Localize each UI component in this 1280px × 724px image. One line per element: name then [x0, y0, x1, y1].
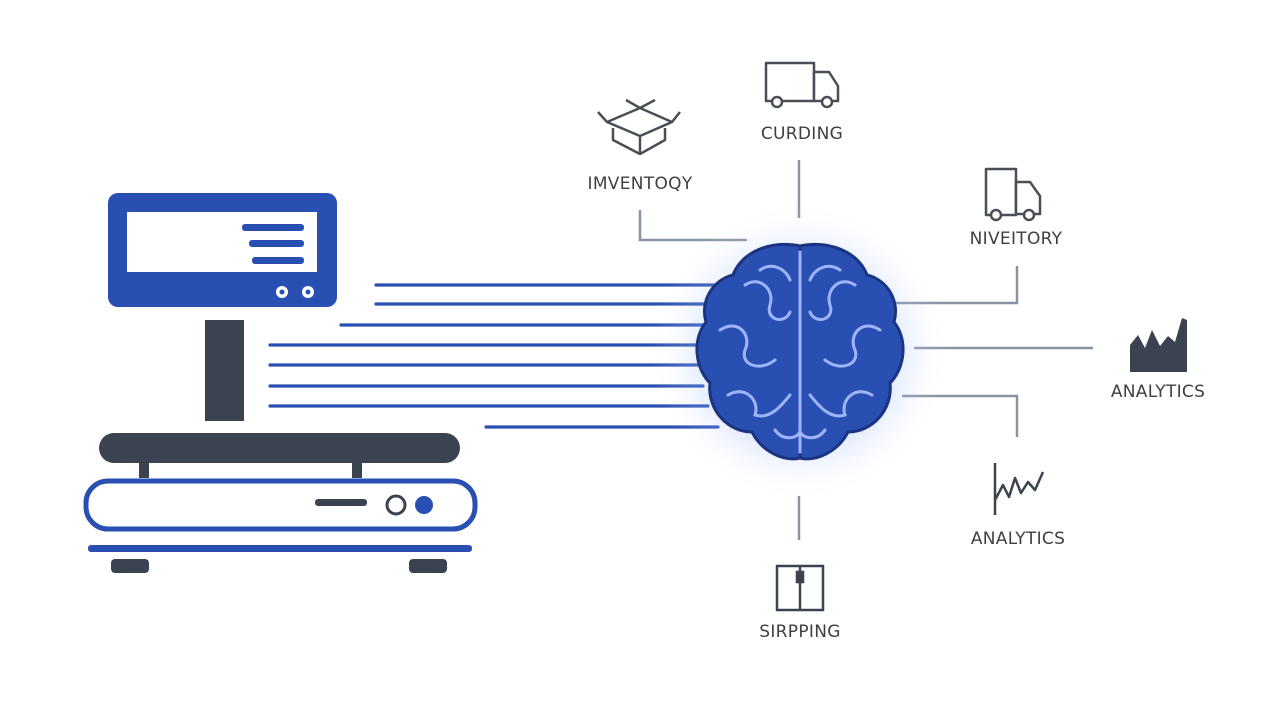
line-chart-icon — [993, 463, 1045, 515]
node-label-top-center: CURDING — [760, 124, 844, 144]
truck-icon — [764, 61, 840, 109]
factory-chart-icon — [1130, 318, 1187, 372]
scale-base — [83, 478, 478, 573]
node-label-right-mid: ANALYTICS — [1110, 382, 1206, 402]
box-icon — [597, 98, 681, 156]
terminal-pole — [205, 320, 244, 421]
node-label-inventory: IMVENTOQY — [587, 174, 693, 194]
node-label-right-upper: NIVEITORY — [969, 229, 1063, 249]
brain-hub — [650, 202, 950, 502]
node-label-right-lower: ANALYTICS — [970, 529, 1066, 549]
node-label-bottom-center: SIRPPING — [759, 622, 841, 642]
weighing-platform — [99, 433, 460, 463]
scale-device — [83, 193, 478, 573]
truck-icon — [984, 167, 1042, 222]
terminal-screen — [108, 193, 337, 307]
door-icon — [775, 564, 825, 612]
data-stream-lines — [268, 283, 722, 429]
